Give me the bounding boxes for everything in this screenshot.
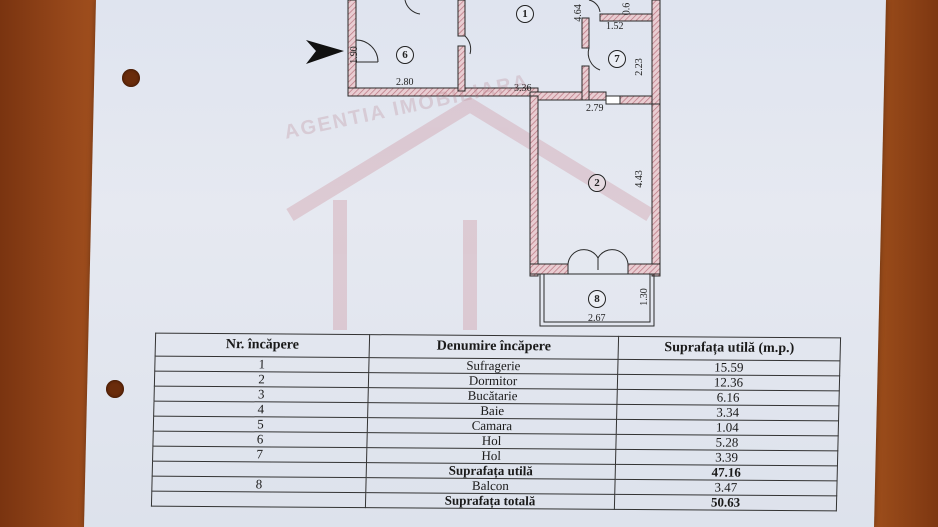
- dimension-label: 3.36: [514, 83, 532, 94]
- room-area: 1.04: [616, 419, 839, 436]
- column-header-area: Suprafața utilă (m.p.): [618, 336, 841, 361]
- room-area: 3.47: [614, 479, 838, 496]
- room-name: Hol: [366, 432, 617, 450]
- room-area: 3.39: [615, 449, 838, 466]
- dimension-label: 1.90: [348, 46, 360, 64]
- room-number-marker: 7: [608, 50, 626, 68]
- room-nr: 6: [152, 431, 368, 448]
- column-header-nr: Nr. încăpere: [155, 333, 370, 358]
- dimension-label: 2.80: [396, 77, 414, 88]
- room-name: Hol: [366, 447, 616, 465]
- util-total-label: Suprafața utilă: [366, 462, 616, 480]
- room-number-marker: 1: [516, 5, 534, 23]
- walls: [347, 0, 661, 277]
- empty-cell: [152, 461, 367, 478]
- room-nr: 7: [152, 446, 367, 463]
- room-nr: 8: [151, 476, 367, 493]
- room-number-marker: 6: [396, 46, 414, 64]
- dimension-label: 2.67: [588, 313, 606, 324]
- rooms-table: Nr. încăpere Denumire încăpere Suprafața…: [151, 333, 841, 512]
- room-area: 3.34: [616, 404, 839, 421]
- dimension-label: 0.6: [621, 2, 633, 16]
- balcony: [539, 273, 655, 327]
- room-area: 15.59: [617, 359, 841, 376]
- column-header-name: Denumire încăpere: [369, 334, 619, 360]
- room-area: 12.36: [617, 374, 840, 391]
- util-total-area: 47.16: [615, 464, 838, 481]
- door-swings: [355, 0, 629, 270]
- room-name: Dormitor: [368, 372, 618, 390]
- room-nr: 4: [153, 401, 368, 418]
- grand-total-label: Suprafața totală: [365, 492, 615, 510]
- room-nr: 5: [153, 416, 368, 433]
- room-number-marker: 8: [588, 290, 606, 308]
- room-nr: 1: [154, 356, 370, 373]
- room-name: Baie: [367, 402, 617, 420]
- dimension-label: 1.52: [606, 21, 624, 32]
- dimension-label: 4.43: [633, 170, 645, 188]
- floor-plan: [286, 0, 661, 330]
- room-nr: 2: [154, 371, 369, 388]
- room-name: Bucătarie: [367, 387, 618, 405]
- entrance-arrow-icon: [306, 40, 344, 64]
- dimension-label: 2.79: [586, 103, 604, 114]
- room-name: Camara: [367, 417, 617, 435]
- room-name: Sufragerie: [368, 357, 619, 375]
- empty-cell: [151, 491, 366, 508]
- room-nr: 3: [154, 386, 369, 403]
- room-area: 5.28: [615, 434, 839, 451]
- dimension-label: 2.23: [633, 58, 645, 76]
- room-area: 6.16: [616, 389, 840, 406]
- room-name: Balcon: [365, 477, 616, 495]
- punch-hole-bottom: [106, 380, 124, 398]
- grand-total-area: 50.63: [614, 494, 837, 511]
- dimension-label: 4.64: [572, 4, 584, 22]
- window: [605, 95, 621, 105]
- room-number-marker: 2: [588, 174, 606, 192]
- dimension-label: 1.30: [638, 288, 650, 306]
- punch-hole-top: [122, 69, 140, 87]
